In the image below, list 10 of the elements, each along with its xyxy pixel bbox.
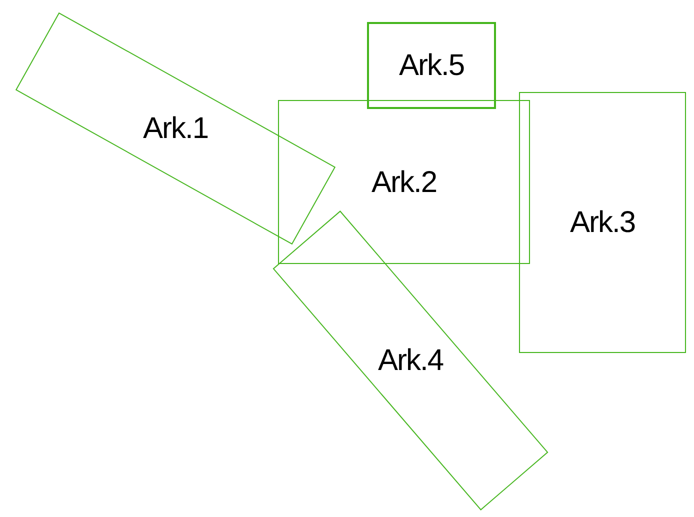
sheet-rectangle: [278, 100, 530, 264]
sheet-label: Ark.2: [371, 164, 437, 200]
sheet-rectangle: [272, 210, 548, 510]
sheet-label: Ark.5: [398, 48, 464, 84]
sheet-rectangle: [14, 12, 336, 244]
sheet-rectangle: [519, 92, 686, 353]
sheet-label: Ark.3: [570, 205, 636, 241]
sheet-label: Ark.4: [377, 342, 443, 378]
sheet-rectangle: [367, 22, 496, 109]
sheet-label: Ark.1: [142, 110, 208, 146]
